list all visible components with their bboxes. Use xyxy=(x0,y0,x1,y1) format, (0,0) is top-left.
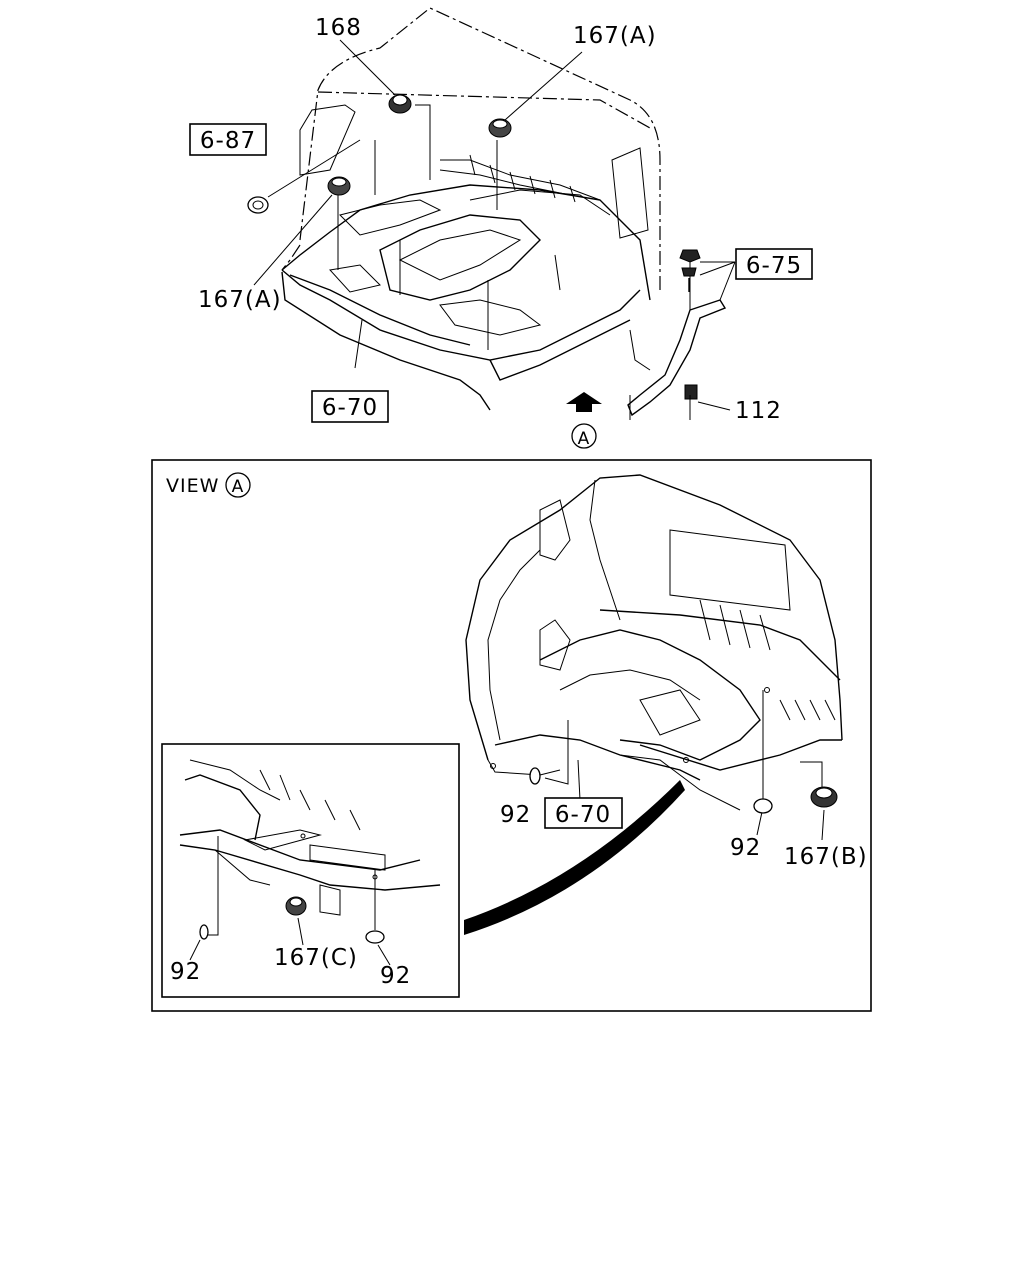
bracket-6-75 xyxy=(627,249,727,420)
grommet-167a-top xyxy=(488,118,512,138)
detail-pointer xyxy=(464,780,685,935)
cab-underside-illustration xyxy=(465,474,843,811)
detail-frame xyxy=(161,743,460,998)
detail-o-ring-92-right xyxy=(365,930,385,944)
view-label-167b: 167(B) xyxy=(784,844,868,870)
view-direction-arrow: A xyxy=(566,392,602,449)
cab-floor-illustration: A 168 167(A) 6-87 6-75 167(A) 6-70 112 xyxy=(189,7,813,449)
view-title: VIEW xyxy=(166,475,219,497)
label-167a-top: 167(A) xyxy=(573,23,657,49)
grommet-168 xyxy=(388,94,412,114)
detail-inset: 92 167(C) 92 xyxy=(161,743,460,998)
o-ring-92-left xyxy=(529,767,541,785)
view-a-panel: VIEW A xyxy=(151,459,872,1012)
detail-o-ring-92-left xyxy=(199,924,209,940)
view-marker-label: A xyxy=(578,429,591,449)
detail-label-92-left: 92 xyxy=(170,959,201,985)
grommet-6-87 xyxy=(247,196,269,214)
detail-label-92-right: 92 xyxy=(380,963,411,989)
view-title-marker-circle xyxy=(225,472,251,498)
grommet-167b xyxy=(810,786,838,808)
o-ring-92-right xyxy=(753,798,773,814)
grommet-167a-left xyxy=(327,176,351,196)
label-168: 168 xyxy=(315,15,362,41)
label-112: 112 xyxy=(735,398,782,424)
label-6-70-top: 6-70 xyxy=(322,395,378,421)
label-6-75: 6-75 xyxy=(746,253,802,279)
view-label-6-70: 6-70 xyxy=(555,802,611,828)
view-label-92-right: 92 xyxy=(730,835,761,861)
ref-box-6-70-top xyxy=(311,390,389,423)
label-167a-left: 167(A) xyxy=(198,287,282,313)
view-ref-box-6-70 xyxy=(544,797,623,829)
ref-box-6-87 xyxy=(189,123,267,156)
view-label-92-left: 92 xyxy=(500,802,531,828)
view-panel-frame xyxy=(151,459,872,1012)
detail-label-167c: 167(C) xyxy=(274,945,358,971)
ref-box-6-75 xyxy=(735,248,813,280)
label-6-87: 6-87 xyxy=(200,128,256,154)
grommet-167c xyxy=(285,896,307,916)
view-title-marker: A xyxy=(232,477,245,497)
